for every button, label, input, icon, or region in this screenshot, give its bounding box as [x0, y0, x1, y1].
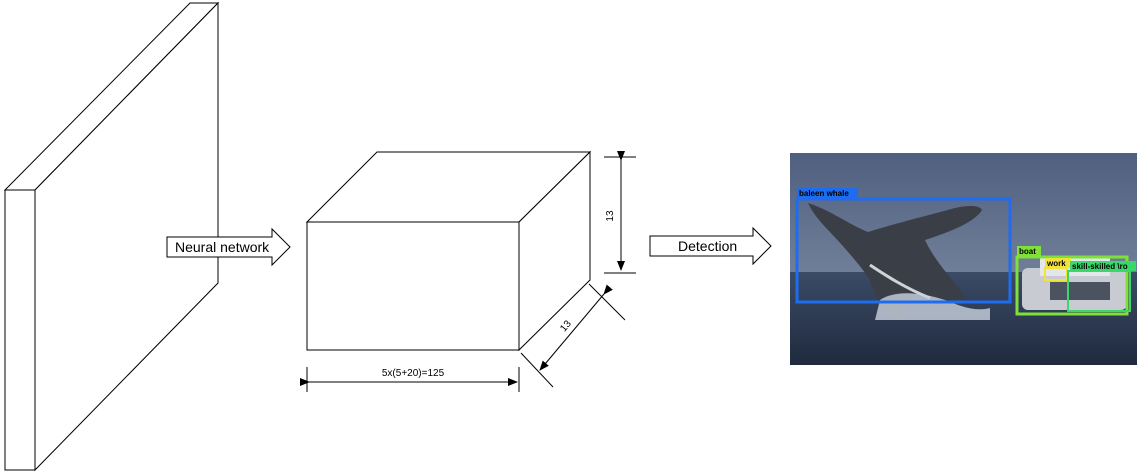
neural-network-arrow: Neural network	[166, 227, 291, 267]
detection-arrow-shape	[649, 226, 772, 266]
depth-dim-line	[539, 284, 613, 371]
work-detection-tag	[1045, 258, 1071, 268]
height-dimension: 13	[604, 151, 636, 274]
whale-detection-tag	[797, 188, 858, 198]
boat-detection-box	[1015, 255, 1129, 316]
detection-label: Detection	[678, 238, 737, 254]
whale-detection-label: baleen whale	[799, 189, 849, 198]
neural-network-arrow-shape	[166, 227, 291, 267]
whale-splash	[875, 293, 990, 320]
depth-ext-bottom	[520, 352, 554, 388]
whale-shape	[808, 203, 982, 320]
width-label: 5x(5+20)=125	[382, 368, 445, 379]
tensor-front-face	[306, 221, 520, 351]
input-slab-front	[4, 189, 36, 471]
skill-detection-tag	[1070, 261, 1136, 271]
neural-network-label: Neural network	[175, 239, 270, 255]
boat-engines	[1050, 282, 1110, 300]
detection-photo: baleen whale boat work skill-skilled \ro	[790, 153, 1137, 365]
detection-arrow: Detection	[649, 226, 772, 266]
skill-detection-label: skill-skilled \ro	[1072, 262, 1128, 271]
work-detection-label: work	[1046, 259, 1066, 268]
whale-detection-box	[795, 197, 1012, 304]
boat-detection-tag	[1017, 246, 1041, 256]
width-dimension: 5x(5+20)=125	[300, 367, 520, 392]
depth-ext-top	[588, 283, 626, 321]
input-slab	[3, 1, 220, 472]
boat-detection-label: boat	[1019, 247, 1036, 256]
output-tensor-box	[305, 150, 592, 352]
height-label: 13	[605, 210, 616, 222]
